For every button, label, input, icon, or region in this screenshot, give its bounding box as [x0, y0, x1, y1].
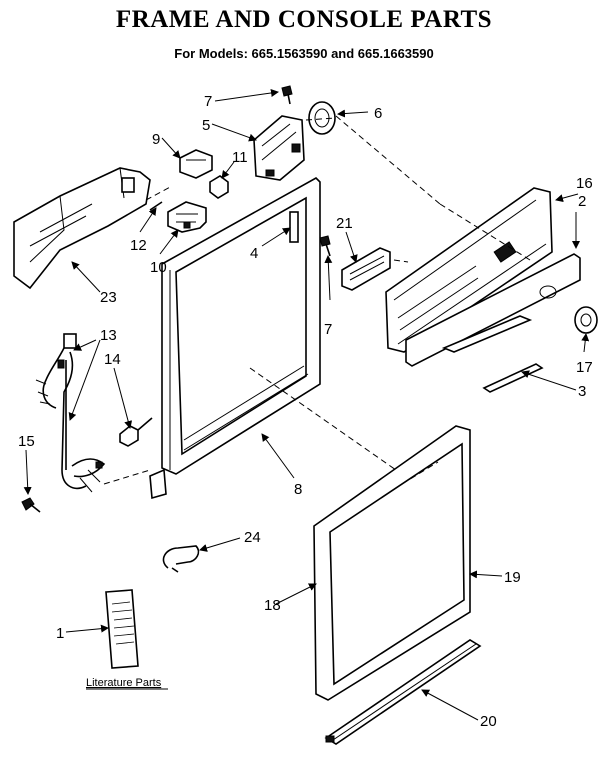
callout-11: 11 — [232, 149, 248, 166]
callout-14: 14 — [104, 351, 121, 368]
part-7-screw-top — [281, 85, 293, 105]
part-2-overlay-panel — [405, 253, 581, 367]
callout-20: 20 — [480, 713, 497, 730]
part-21-control-board — [341, 247, 409, 291]
callout-15: 15 — [18, 433, 35, 450]
callout-9: 9 — [152, 131, 160, 148]
callout-7-console: 7 — [324, 321, 332, 338]
callout-8: 8 — [294, 481, 302, 498]
model-subtitle: For Models: 665.1563590 and 665.1663590 — [174, 46, 434, 61]
callout-12: 12 — [130, 237, 147, 254]
part-5-latch-assembly — [253, 115, 305, 181]
callout-23: 23 — [100, 289, 117, 306]
callout-5: 5 — [202, 117, 210, 134]
callout-10: 10 — [150, 259, 167, 276]
part-14-connector — [103, 417, 153, 485]
part-4-door-frame — [149, 177, 397, 500]
part-24-hook — [162, 545, 200, 573]
part-15-screw — [21, 497, 41, 513]
leader-lines — [23, 89, 590, 721]
part-10-bracket — [167, 201, 207, 233]
part-13-wire-harness — [35, 333, 106, 493]
part-20-toe-strip — [324, 639, 482, 745]
part-1-literature-booklet — [105, 589, 139, 669]
callout-24: 24 — [244, 529, 261, 546]
callout-6: 6 — [374, 105, 382, 122]
callout-16: 16 — [576, 175, 593, 192]
callout-17: 17 — [576, 359, 593, 376]
part-16-console-panel — [335, 115, 553, 353]
callout-18: 18 — [264, 597, 281, 614]
callout-3: 3 — [578, 383, 586, 400]
literature-parts-label: Literature Parts — [86, 677, 162, 689]
part-6-dial — [305, 101, 337, 135]
part-17-knob — [574, 306, 598, 334]
part-7-screw-console — [319, 235, 331, 257]
callout-19: 19 — [504, 569, 521, 586]
callout-21: 21 — [336, 215, 353, 232]
diagram-title: FRAME AND CONSOLE PARTS — [115, 6, 493, 33]
callout-1: 1 — [56, 625, 64, 642]
callout-13: 13 — [100, 327, 117, 344]
callout-7-top: 7 — [204, 93, 212, 110]
part-9-switch — [179, 149, 213, 179]
part-19-door-panel-inner — [329, 442, 465, 686]
callout-2: 2 — [578, 193, 586, 210]
part-23-duct-housing — [13, 167, 173, 290]
callout-4: 4 — [250, 245, 258, 262]
part-11-clip — [209, 175, 229, 199]
